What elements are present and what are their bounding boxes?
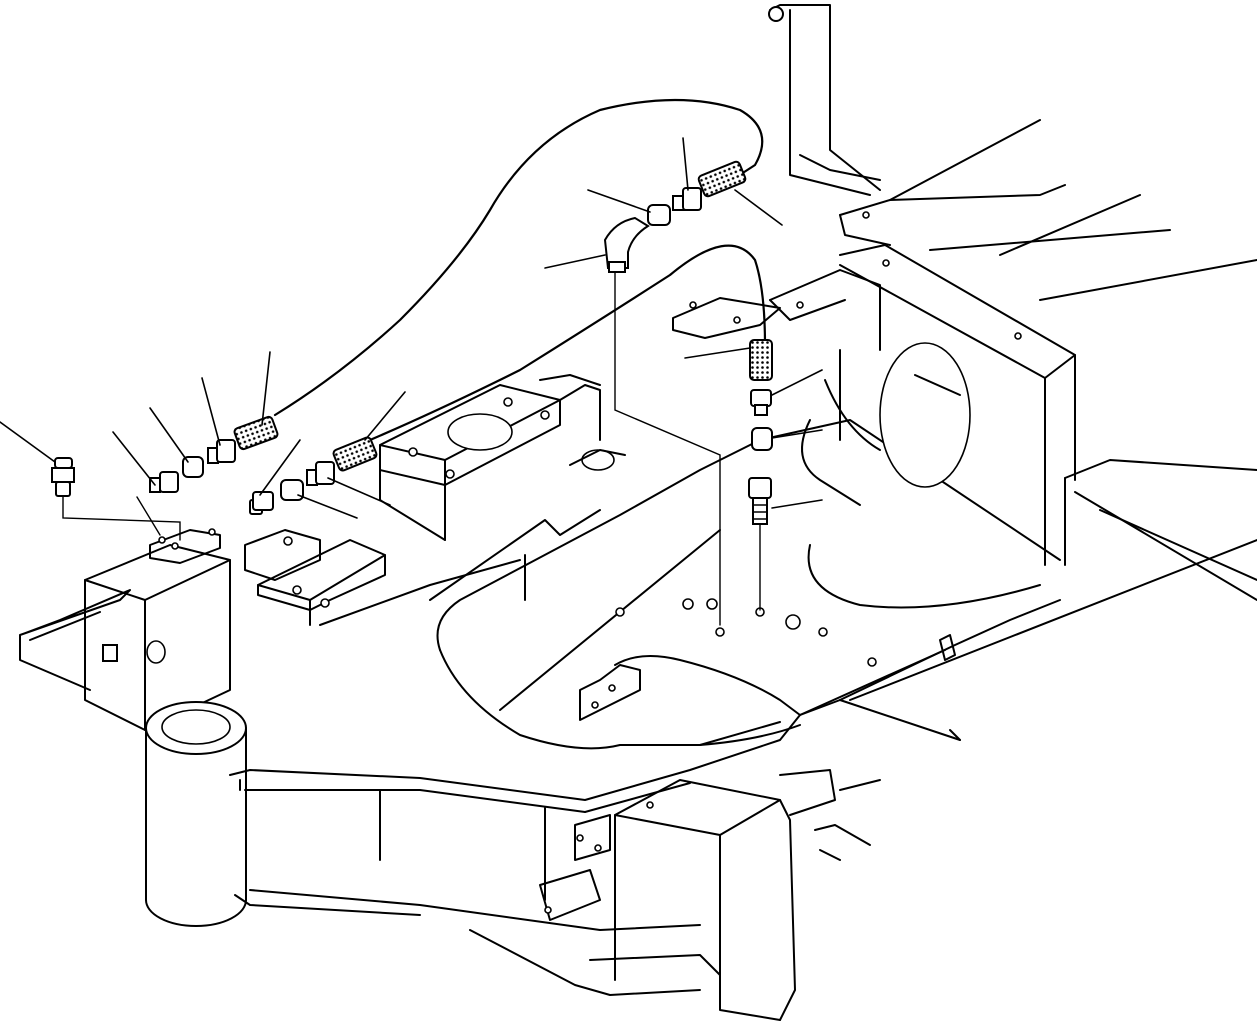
nut-upper xyxy=(647,204,671,226)
grease-hose-2 xyxy=(368,244,767,442)
elbow-fitting-upper xyxy=(603,216,650,273)
elbow-fitting-1 xyxy=(207,439,236,464)
adapter-upper xyxy=(672,187,702,211)
right-box-frame xyxy=(801,244,1076,609)
adapter-2 xyxy=(249,491,274,515)
hose-sleeve-1 xyxy=(233,415,279,451)
front-box-frame xyxy=(589,769,881,1021)
hose-sleeve-upper xyxy=(697,160,747,198)
nut-vertical xyxy=(751,427,773,451)
center-bore-block xyxy=(379,384,561,541)
callout-leaders xyxy=(0,137,823,519)
connector-vertical xyxy=(748,477,772,525)
elbow-fitting-2 xyxy=(306,461,335,486)
grease-nipple-left xyxy=(51,457,75,497)
revolving-frame xyxy=(19,4,1257,1021)
bolt-hole xyxy=(146,640,166,664)
cylinder-boss xyxy=(145,701,247,927)
hose-sleeve-vertical xyxy=(749,339,773,381)
assembly-lines xyxy=(62,271,761,626)
mount-block-left xyxy=(257,539,386,626)
adapter-vertical xyxy=(750,389,772,416)
nut-2 xyxy=(280,479,304,501)
adapter-1 xyxy=(149,471,179,493)
upper-right-bracket xyxy=(672,269,881,351)
hose-sleeve-2 xyxy=(332,436,378,472)
grease-hose-1 xyxy=(273,98,764,417)
square-nut xyxy=(102,644,118,662)
